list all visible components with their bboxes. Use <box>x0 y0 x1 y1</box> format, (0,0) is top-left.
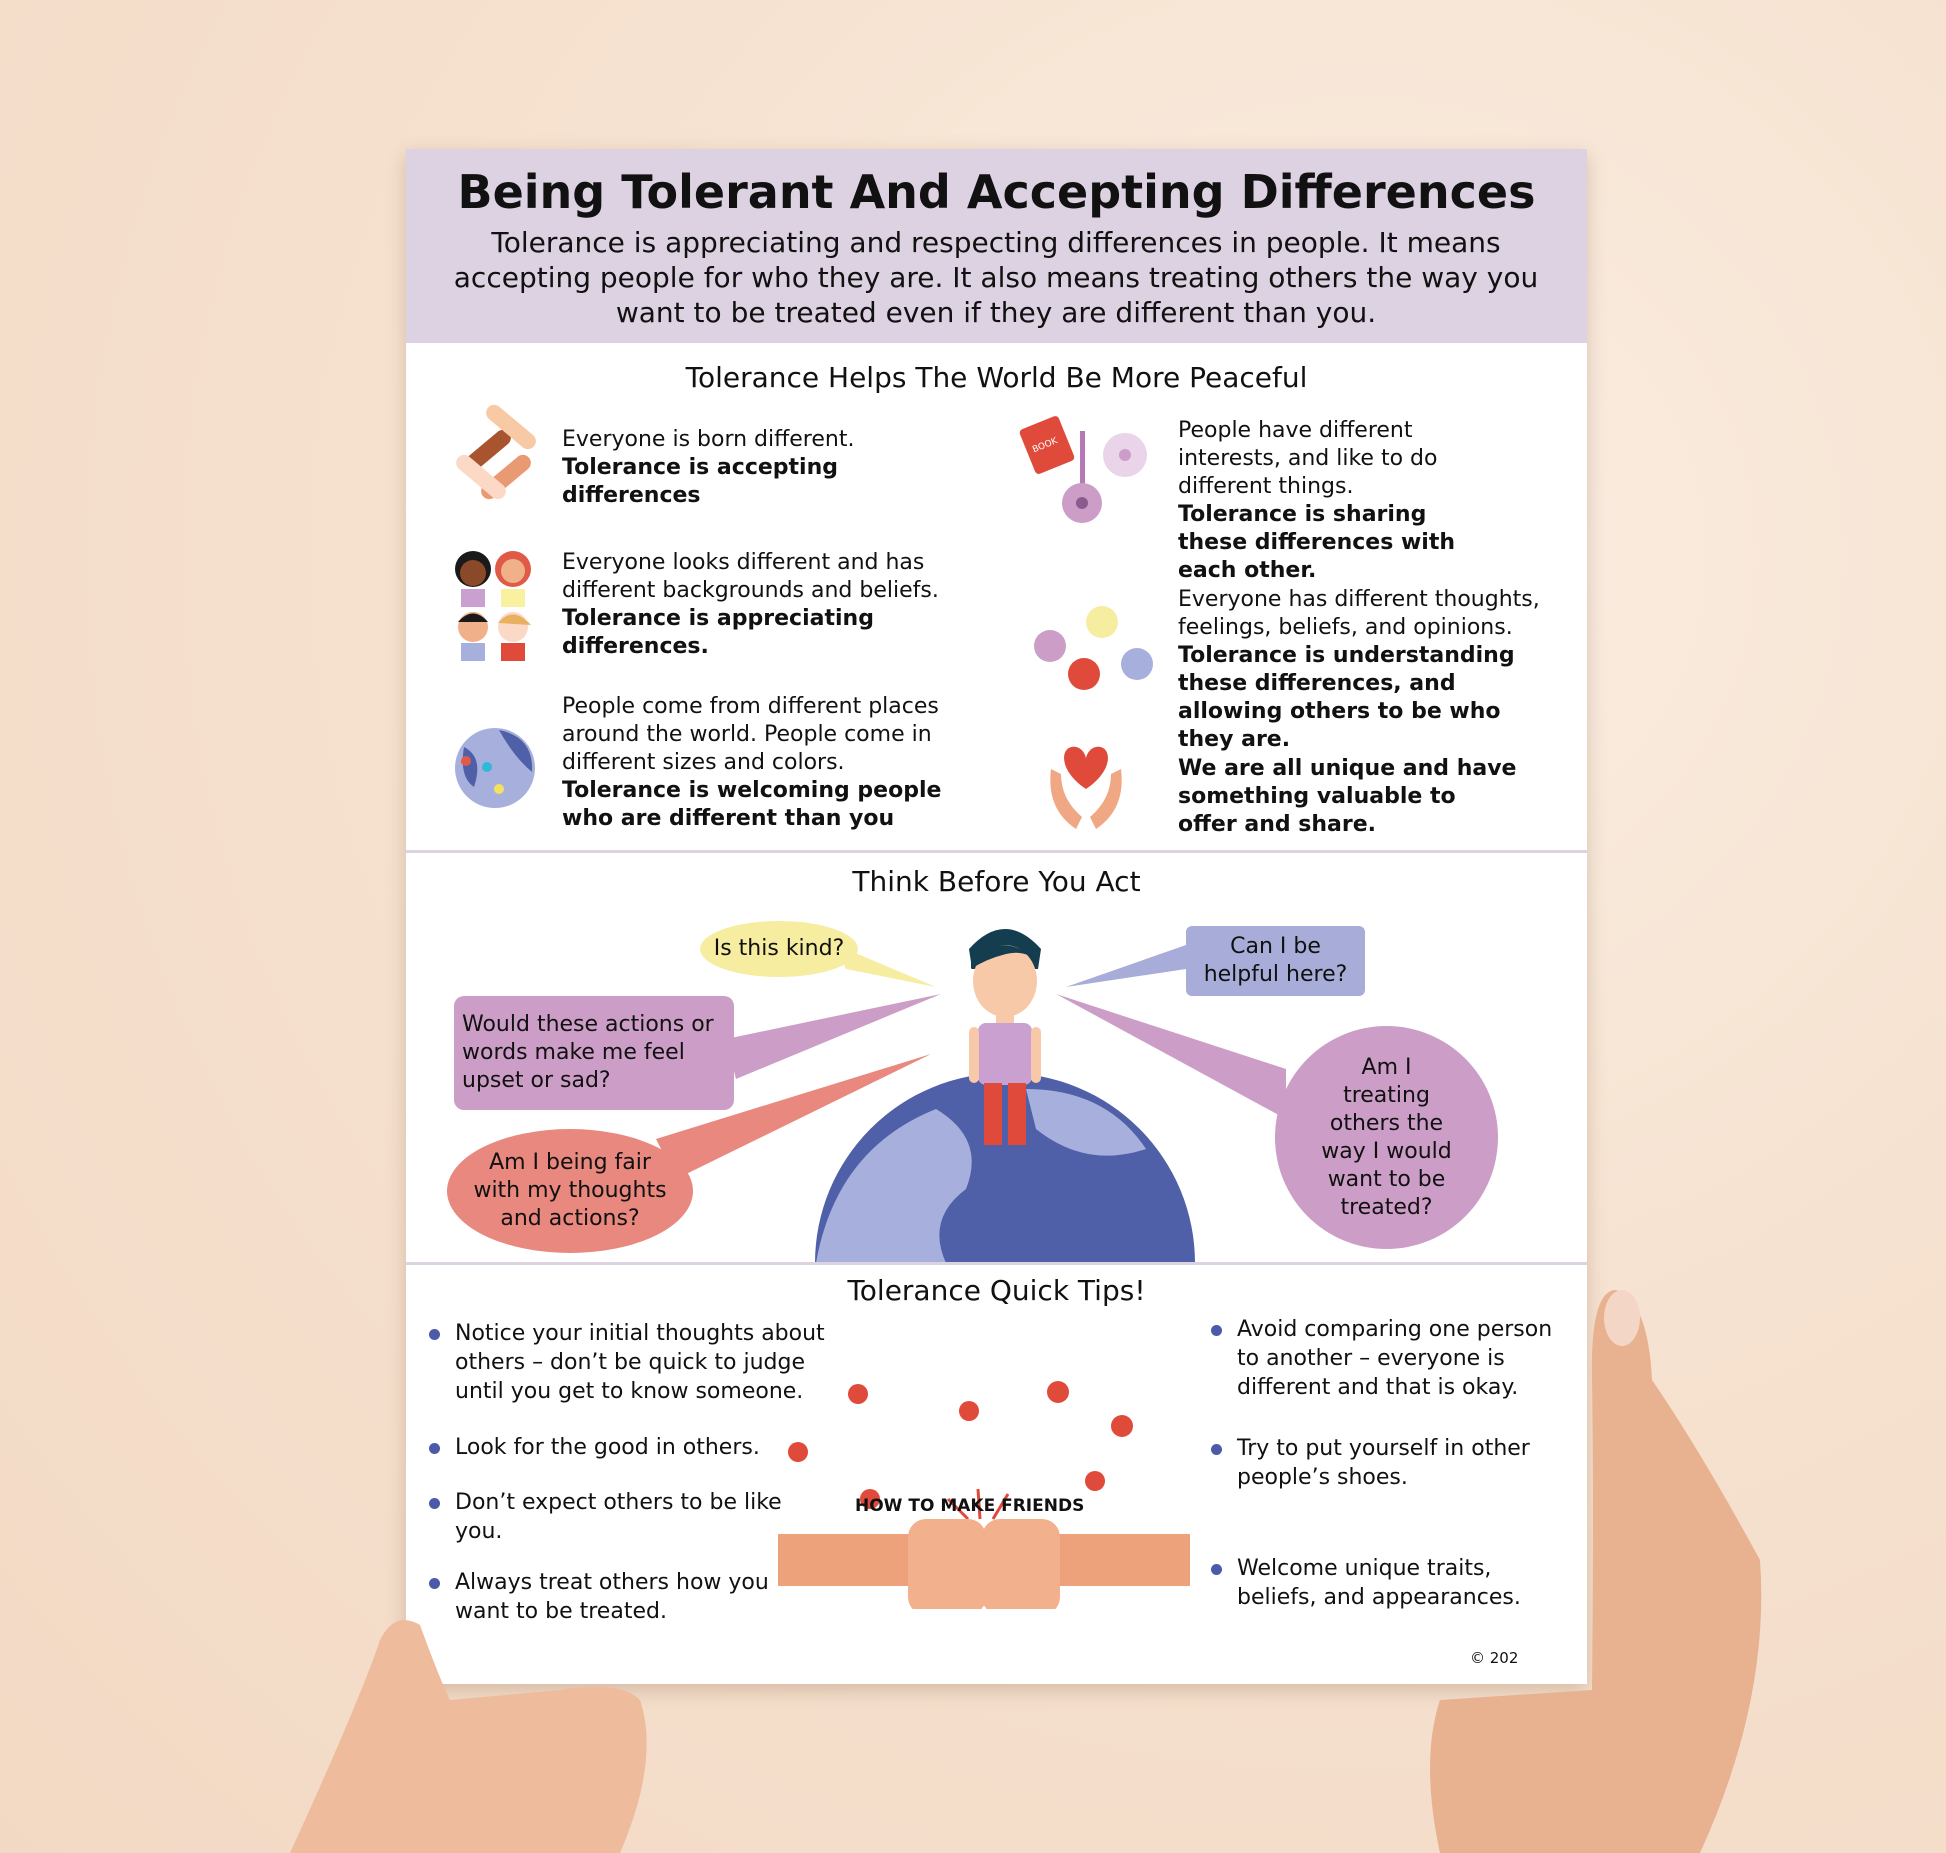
section-title-peaceful: Tolerance Helps The World Be More Peacef… <box>685 361 1308 394</box>
page-title: Being Tolerant And Accepting Differences <box>457 165 1536 219</box>
list-item: We are all unique and have something val… <box>1178 755 1518 839</box>
tip-item: Always treat others how you want to be t… <box>429 1568 819 1626</box>
tip-item: Avoid comparing one person to another – … <box>1211 1315 1581 1402</box>
item-text: Everyone looks different and has differe… <box>562 550 939 603</box>
illustration-label: HOW TO MAKE FRIENDS <box>855 1496 1085 1516</box>
bubble-treating: Am I treating others the way I would wan… <box>1275 1026 1498 1249</box>
item-bold: We are all unique and have something val… <box>1178 756 1517 837</box>
list-item: Everyone is born different. Tolerance is … <box>562 426 982 510</box>
globe-pins-icon <box>455 728 535 808</box>
divider <box>406 1262 1587 1265</box>
list-item: People come from different places around… <box>562 693 982 833</box>
bubble-helpful: Can I be helpful here? <box>1186 926 1365 996</box>
item-bold: Tolerance is accepting differences <box>562 455 838 508</box>
item-text: People come from different places around… <box>562 694 939 775</box>
item-bold: Tolerance is understanding these differe… <box>1178 643 1515 752</box>
joined-hands-icon <box>456 404 536 500</box>
tip-item: Notice your initial thoughts about other… <box>429 1319 829 1406</box>
bubble-upset: Would these actions or words make me fee… <box>454 996 734 1110</box>
item-text: Everyone has different thoughts, feeling… <box>1178 587 1540 640</box>
worksheet-page: Being Tolerant And Accepting Differences… <box>406 149 1587 1684</box>
bubble-fair: Am I being fair with my thoughts and act… <box>447 1129 693 1253</box>
diverse-people-icon <box>455 551 531 661</box>
thumbnail <box>1604 1290 1640 1346</box>
tip-item: Look for the good in others. <box>429 1433 829 1462</box>
speech-bubbles-icon <box>1034 606 1153 690</box>
list-item: Everyone has different thoughts, feeling… <box>1178 586 1558 754</box>
fist-bump-illustration <box>778 1381 1190 1609</box>
item-bold: Tolerance is sharing these differences w… <box>1178 502 1455 583</box>
item-bold: Tolerance is appreciating differences. <box>562 606 874 659</box>
heart-icons <box>788 1381 1133 1509</box>
section-title-think: Think Before You Act <box>852 865 1141 898</box>
section-title-tips: Tolerance Quick Tips! <box>847 1274 1146 1307</box>
item-text: Everyone is born different. <box>562 427 855 452</box>
boy-figure <box>969 929 1041 1145</box>
bubble-is-this-kind: Is this kind? <box>700 921 858 977</box>
think-illustration <box>656 929 1286 1263</box>
tip-item: Try to put yourself in other people’s sh… <box>1211 1434 1551 1492</box>
copyright: © 202 <box>1470 1649 1519 1667</box>
list-item: People have different interests, and lik… <box>1178 417 1498 585</box>
header-band: Being Tolerant And Accepting Differences… <box>406 149 1587 343</box>
left-hand <box>290 1620 647 1853</box>
list-item: Everyone looks different and has differe… <box>562 549 982 661</box>
heart-hands-icon <box>1050 746 1122 829</box>
item-bold: Tolerance is welcoming people who are di… <box>562 778 942 831</box>
tip-item: Welcome unique traits, beliefs, and appe… <box>1211 1554 1551 1612</box>
divider <box>406 850 1587 853</box>
item-text: People have different interests, and lik… <box>1178 418 1438 499</box>
right-hand <box>1430 1290 1762 1853</box>
tip-item: Don’t expect others to be like you. <box>429 1488 789 1546</box>
page-subtitle: Tolerance is appreciating and respecting… <box>453 226 1539 329</box>
hobbies-icon: BOOK <box>1019 416 1147 523</box>
